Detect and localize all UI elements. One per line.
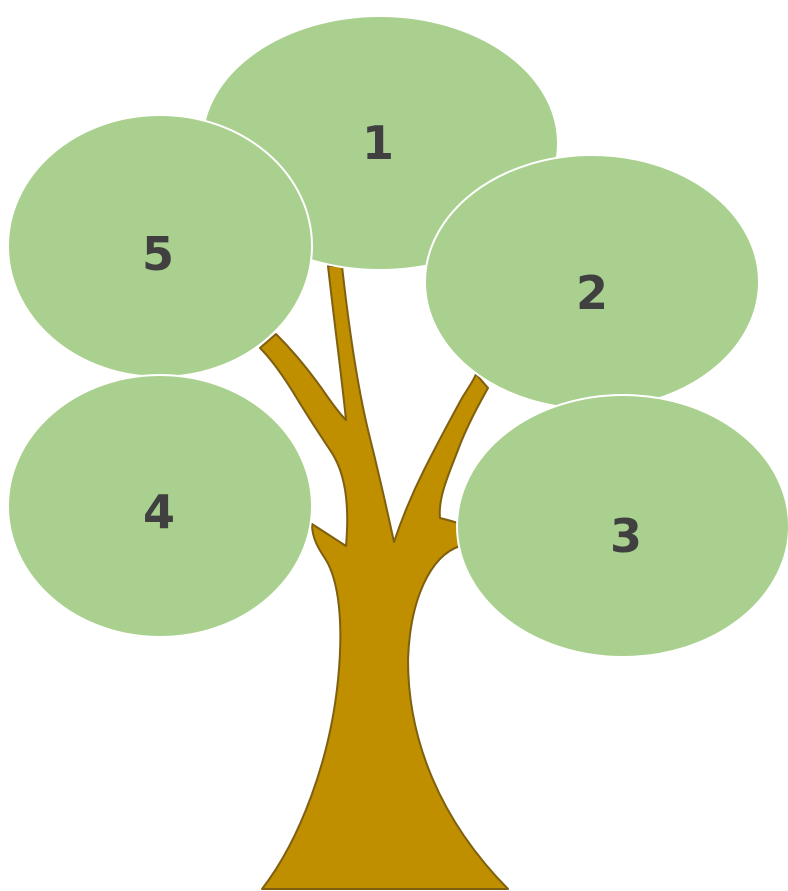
leaf-3: 3 (456, 394, 788, 658)
leaf-1-label: 1 (362, 116, 394, 170)
leaf-3-label: 3 (610, 509, 642, 563)
leaf-4: 4 (7, 374, 313, 638)
leaf-4-label: 4 (143, 485, 175, 539)
leaf-2-label: 2 (576, 266, 608, 320)
leaf-5-label: 5 (142, 227, 174, 281)
leaf-5: 5 (7, 114, 313, 378)
leaf-4-shape (7, 374, 313, 638)
leaf-2: 2 (424, 154, 760, 410)
leaf-3-shape (456, 394, 788, 658)
tree-trunk (259, 265, 509, 890)
